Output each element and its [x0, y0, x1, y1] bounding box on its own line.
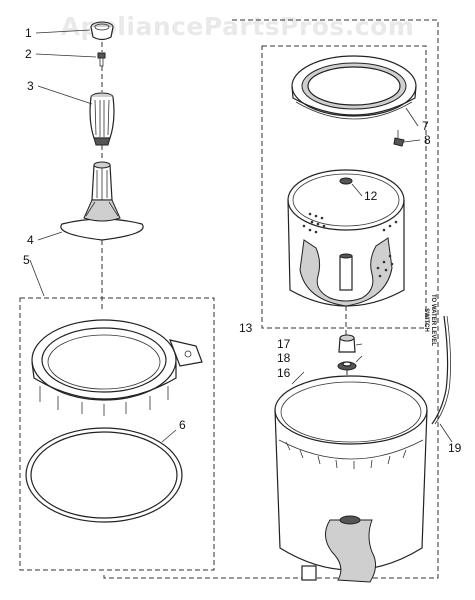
callout-19: 19 [448, 441, 462, 455]
agitator-base [60, 161, 144, 241]
outer-tub [274, 375, 428, 583]
ring-screw [393, 130, 405, 147]
callout-12: 12 [364, 189, 378, 203]
water-level-switch-note: TO WATER LEVEL SWITCH [423, 293, 436, 347]
agitator-cam [89, 92, 115, 146]
basket-perforations [302, 212, 398, 278]
wash-basket [287, 169, 405, 307]
hub-washer [337, 361, 357, 371]
callout-4: 4 [27, 233, 34, 247]
balance-ring [291, 55, 417, 120]
callout-3: 3 [27, 79, 34, 93]
callout-2: 2 [25, 47, 32, 61]
leader-lines [29, 29, 453, 443]
ring-group-box [19, 297, 215, 571]
callout-18: 18 [277, 351, 291, 365]
agitator-bolt [97, 52, 106, 67]
basket-group-box [261, 45, 427, 329]
callout-5: 5 [23, 253, 30, 267]
right-group-outline [103, 19, 439, 579]
callout-8: 8 [424, 133, 431, 147]
agitator-cap [90, 21, 114, 41]
callout-16: 16 [277, 366, 291, 380]
tub-ring [31, 319, 203, 416]
callout-7: 7 [422, 119, 429, 133]
drive-hub-nut [338, 334, 356, 353]
tub-seal-ring [25, 427, 183, 523]
callout-6: 6 [179, 418, 186, 432]
callout-13: 13 [239, 321, 253, 335]
callout-1: 1 [25, 26, 32, 40]
callout-17: 17 [277, 337, 291, 351]
water-level-hose [431, 315, 449, 425]
